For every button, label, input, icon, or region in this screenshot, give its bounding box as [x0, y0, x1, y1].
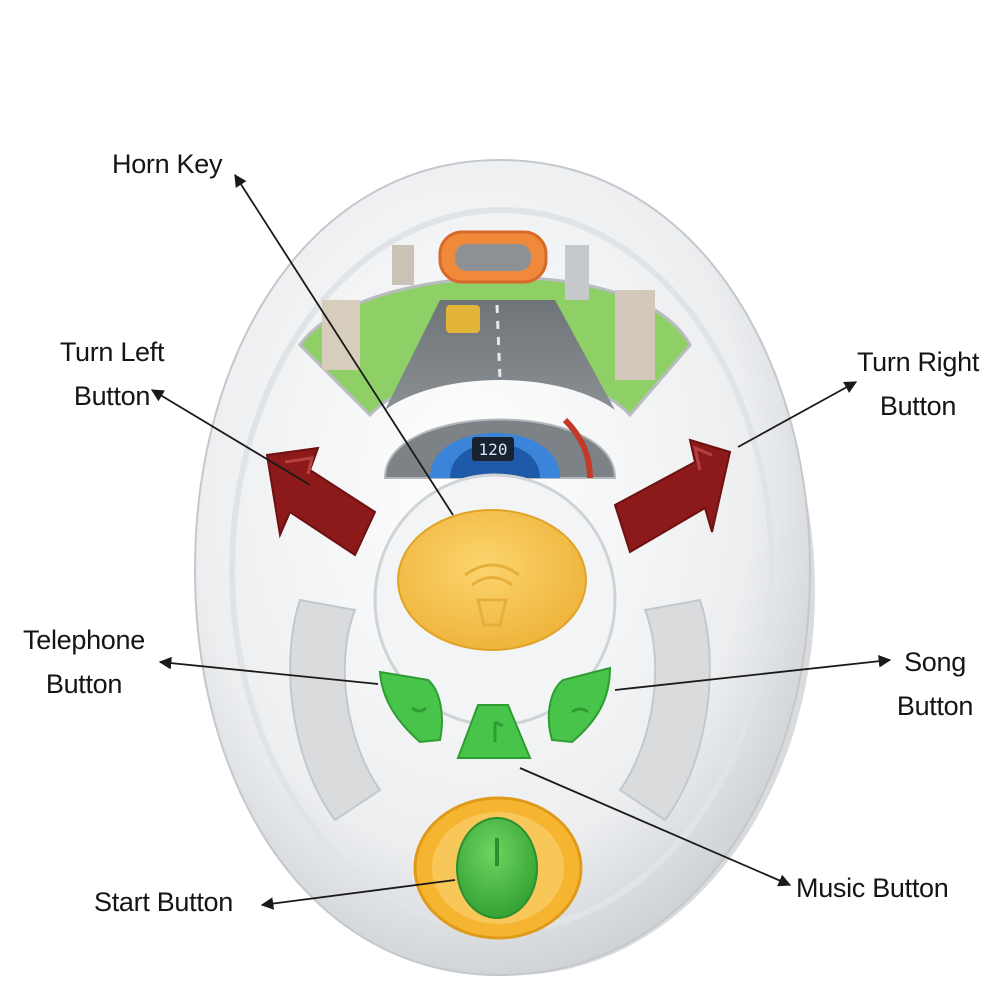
horn-icon-wave — [471, 576, 513, 587]
horn-key-label: Horn Key — [112, 142, 222, 186]
music-note-icon — [493, 720, 504, 742]
music-label-text: Music Button — [796, 873, 949, 903]
leader-lines — [150, 173, 892, 910]
song-button[interactable] — [547, 666, 612, 744]
turn-left-label-line2: Button — [73, 381, 151, 411]
phone-icon — [411, 706, 428, 713]
song-label-line2: Button — [896, 691, 974, 721]
telephone-label-line1: Telephone — [23, 625, 145, 655]
start-label: Start Button — [94, 880, 233, 924]
turn-left-label: Turn Left Button — [22, 330, 202, 418]
music-button[interactable] — [456, 704, 532, 759]
turn-right-label-line1: Turn Right — [856, 347, 980, 377]
building-shape — [615, 290, 655, 380]
telephone-label: Telephone Button — [4, 618, 164, 706]
music-leader — [519, 767, 792, 887]
car-shape — [446, 305, 480, 333]
turn-right-label: Turn Right Button — [838, 340, 998, 428]
turn-right-label-line2: Button — [879, 391, 957, 421]
turn-left-label-line1: Turn Left — [59, 337, 165, 367]
telephone-leader — [158, 656, 379, 685]
speed-readout-box — [472, 437, 514, 461]
building-shape — [392, 245, 414, 285]
song-label: Song Button — [880, 640, 990, 728]
turn-right-leader — [737, 381, 858, 448]
telephone-label-line2: Button — [45, 669, 123, 699]
turn-left-leader — [150, 389, 311, 486]
road-centerline — [495, 304, 502, 381]
start-leader — [260, 879, 456, 910]
horn-key-leader — [234, 173, 454, 516]
building-shape — [322, 300, 360, 370]
mirror-glass — [455, 244, 531, 271]
start-button-knob — [456, 817, 538, 919]
music-label: Music Button — [796, 866, 949, 910]
speed-readout: 120 — [479, 440, 508, 459]
start-button[interactable] — [413, 796, 583, 940]
turn-right-button[interactable] — [613, 438, 732, 554]
speed-redline — [562, 417, 593, 479]
horn-key-label-text: Horn Key — [112, 149, 223, 179]
horn-icon-wave — [464, 563, 520, 577]
song-label-line1: Song — [904, 647, 966, 677]
song-leader — [614, 654, 892, 691]
telephone-button[interactable] — [378, 670, 443, 744]
song-icon — [571, 707, 589, 714]
horn-icon — [476, 598, 508, 627]
building-shape — [565, 245, 589, 300]
start-label-text: Start Button — [94, 887, 233, 917]
horn-key[interactable] — [397, 509, 587, 651]
